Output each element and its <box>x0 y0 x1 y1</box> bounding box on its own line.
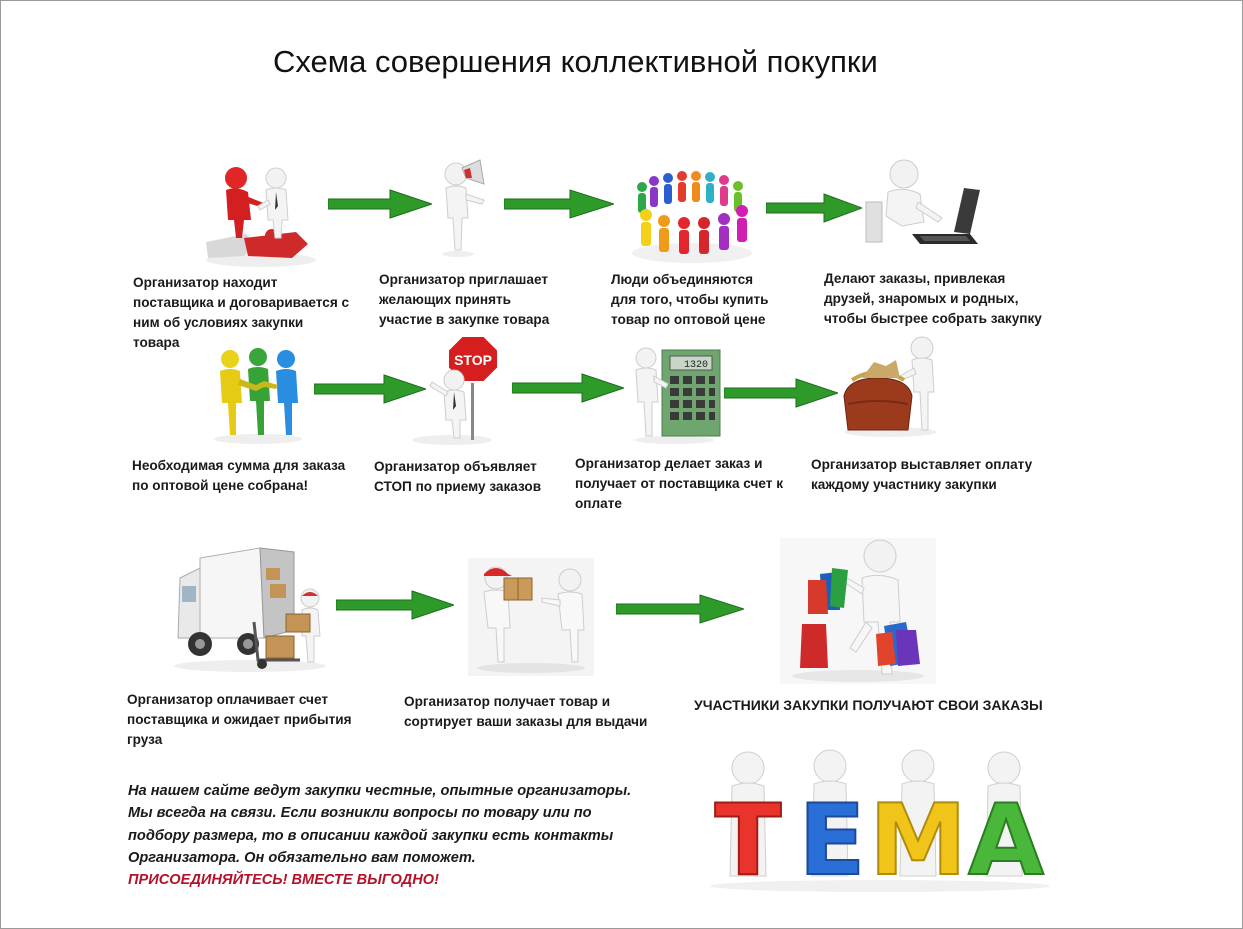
package-handover-icon <box>468 558 594 676</box>
step-caption-6: Организатор объявляет СТОП по приему зак… <box>374 459 542 494</box>
step-caption-7: Организатор делает заказ и получает от п… <box>575 456 784 511</box>
flow-arrow-1 <box>327 189 434 224</box>
logo-letter-3: М <box>869 784 967 894</box>
tema-logo: Т Е М А <box>700 746 1060 899</box>
delivery-truck-icon <box>170 538 330 674</box>
call-to-action: ПРИСОЕДИНЯЙТЕСЬ! ВМЕСТЕ ВЫГОДНО! <box>128 872 439 889</box>
calculator-display: 1320 <box>684 360 708 371</box>
flow-arrow-2 <box>503 189 616 224</box>
logo-letter-4: А <box>968 784 1044 894</box>
step-caption-1: Организатор находит поставщика и договар… <box>133 275 350 350</box>
info-note: На нашем сайте ведут закупки честные, оп… <box>128 780 688 891</box>
step-caption-5: Необходимая сумма для заказа по оптовой … <box>132 458 346 493</box>
flow-arrow-6 <box>723 378 840 413</box>
step-caption-10: Организатор получает товар и сортирует в… <box>404 694 648 729</box>
team-hands-icon <box>208 345 308 445</box>
flow-arrow-3 <box>765 193 864 228</box>
shopping-bags-figure-icon <box>780 538 936 684</box>
step-caption-8: Организатор выставляет оплату каждому уч… <box>811 457 1033 492</box>
step-caption-2: Организатор приглашает желающих принять … <box>379 272 550 327</box>
note-line: На нашем сайте ведут закупки честные, оп… <box>128 783 632 799</box>
note-line: подбору размера, то в описании каждой за… <box>128 827 614 844</box>
stop-sign-figure-icon: STOP <box>404 334 500 446</box>
stop-sign-text: STOP <box>454 352 492 368</box>
flow-arrow-8 <box>615 594 746 629</box>
page-title: Схема совершения коллективной покупки <box>273 44 878 79</box>
megaphone-figure-icon <box>432 158 502 258</box>
note-line: Мы всегда на связи. Если возникли вопрос… <box>128 805 592 822</box>
flow-arrow-7 <box>335 590 456 625</box>
step-caption-3: Люди объединяются для того, чтобы купить… <box>611 272 769 327</box>
flow-arrow-5 <box>511 373 626 408</box>
logo-letter-1: Т <box>715 784 782 894</box>
laptop-figure-icon <box>862 156 984 256</box>
note-line: Организатора. Он обязательно вам поможет… <box>128 849 476 866</box>
final-step-caption: УЧАСТНИКИ ЗАКУПКИ ПОЛУЧАЮТ СВОИ ЗАКАЗЫ <box>694 697 1043 713</box>
logo-letter-2: Е <box>799 784 866 894</box>
people-circle-icon <box>628 165 756 265</box>
puzzle-handshake-icon <box>196 160 326 270</box>
flow-arrow-4 <box>313 374 428 409</box>
calculator-figure-icon: 1320 <box>624 344 724 444</box>
step-caption-9: Организатор оплачивает счет поставщика и… <box>127 692 352 747</box>
step-caption-4: Делают заказы, привлекая друзей, знаромы… <box>824 271 1042 326</box>
purse-figure-icon <box>838 334 942 438</box>
